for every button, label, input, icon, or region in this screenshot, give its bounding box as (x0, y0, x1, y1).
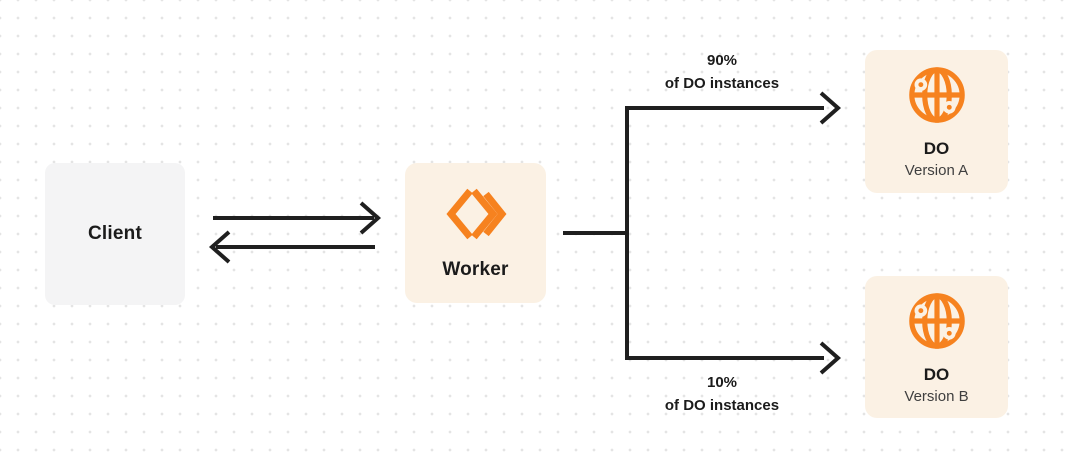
branch-top-percent: 90% (706, 52, 738, 69)
client-node: Client (45, 163, 185, 305)
branch-bottom-percent: 10% (706, 374, 738, 391)
arrowhead-do-b-icon (819, 341, 842, 375)
do-a-title: DO (923, 139, 950, 158)
branch-fork (625, 106, 824, 360)
arrowhead-do-a-icon (819, 91, 842, 125)
branch-bottom-caption: of DO instances (664, 396, 780, 414)
arrowhead-right-icon (359, 201, 382, 235)
worker-node: Worker (405, 163, 546, 303)
branch-top-caption: of DO instances (664, 74, 780, 92)
do-b-subtitle: Version B (904, 387, 969, 405)
workers-chevrons-icon (445, 186, 507, 247)
do-version-a-node: DO Version A (865, 50, 1008, 193)
globe-icon (906, 64, 968, 131)
worker-label: Worker (442, 258, 509, 280)
client-label: Client (88, 223, 142, 244)
globe-icon (906, 290, 968, 357)
arrowhead-left-icon (208, 230, 231, 264)
do-b-title: DO (923, 364, 950, 384)
branch-label-top: 90% of DO instances (612, 50, 832, 95)
do-version-b-node: DO Version B (865, 276, 1008, 418)
do-a-subtitle: Version A (904, 162, 969, 179)
branch-label-bottom: 10% of DO instances (612, 372, 832, 417)
